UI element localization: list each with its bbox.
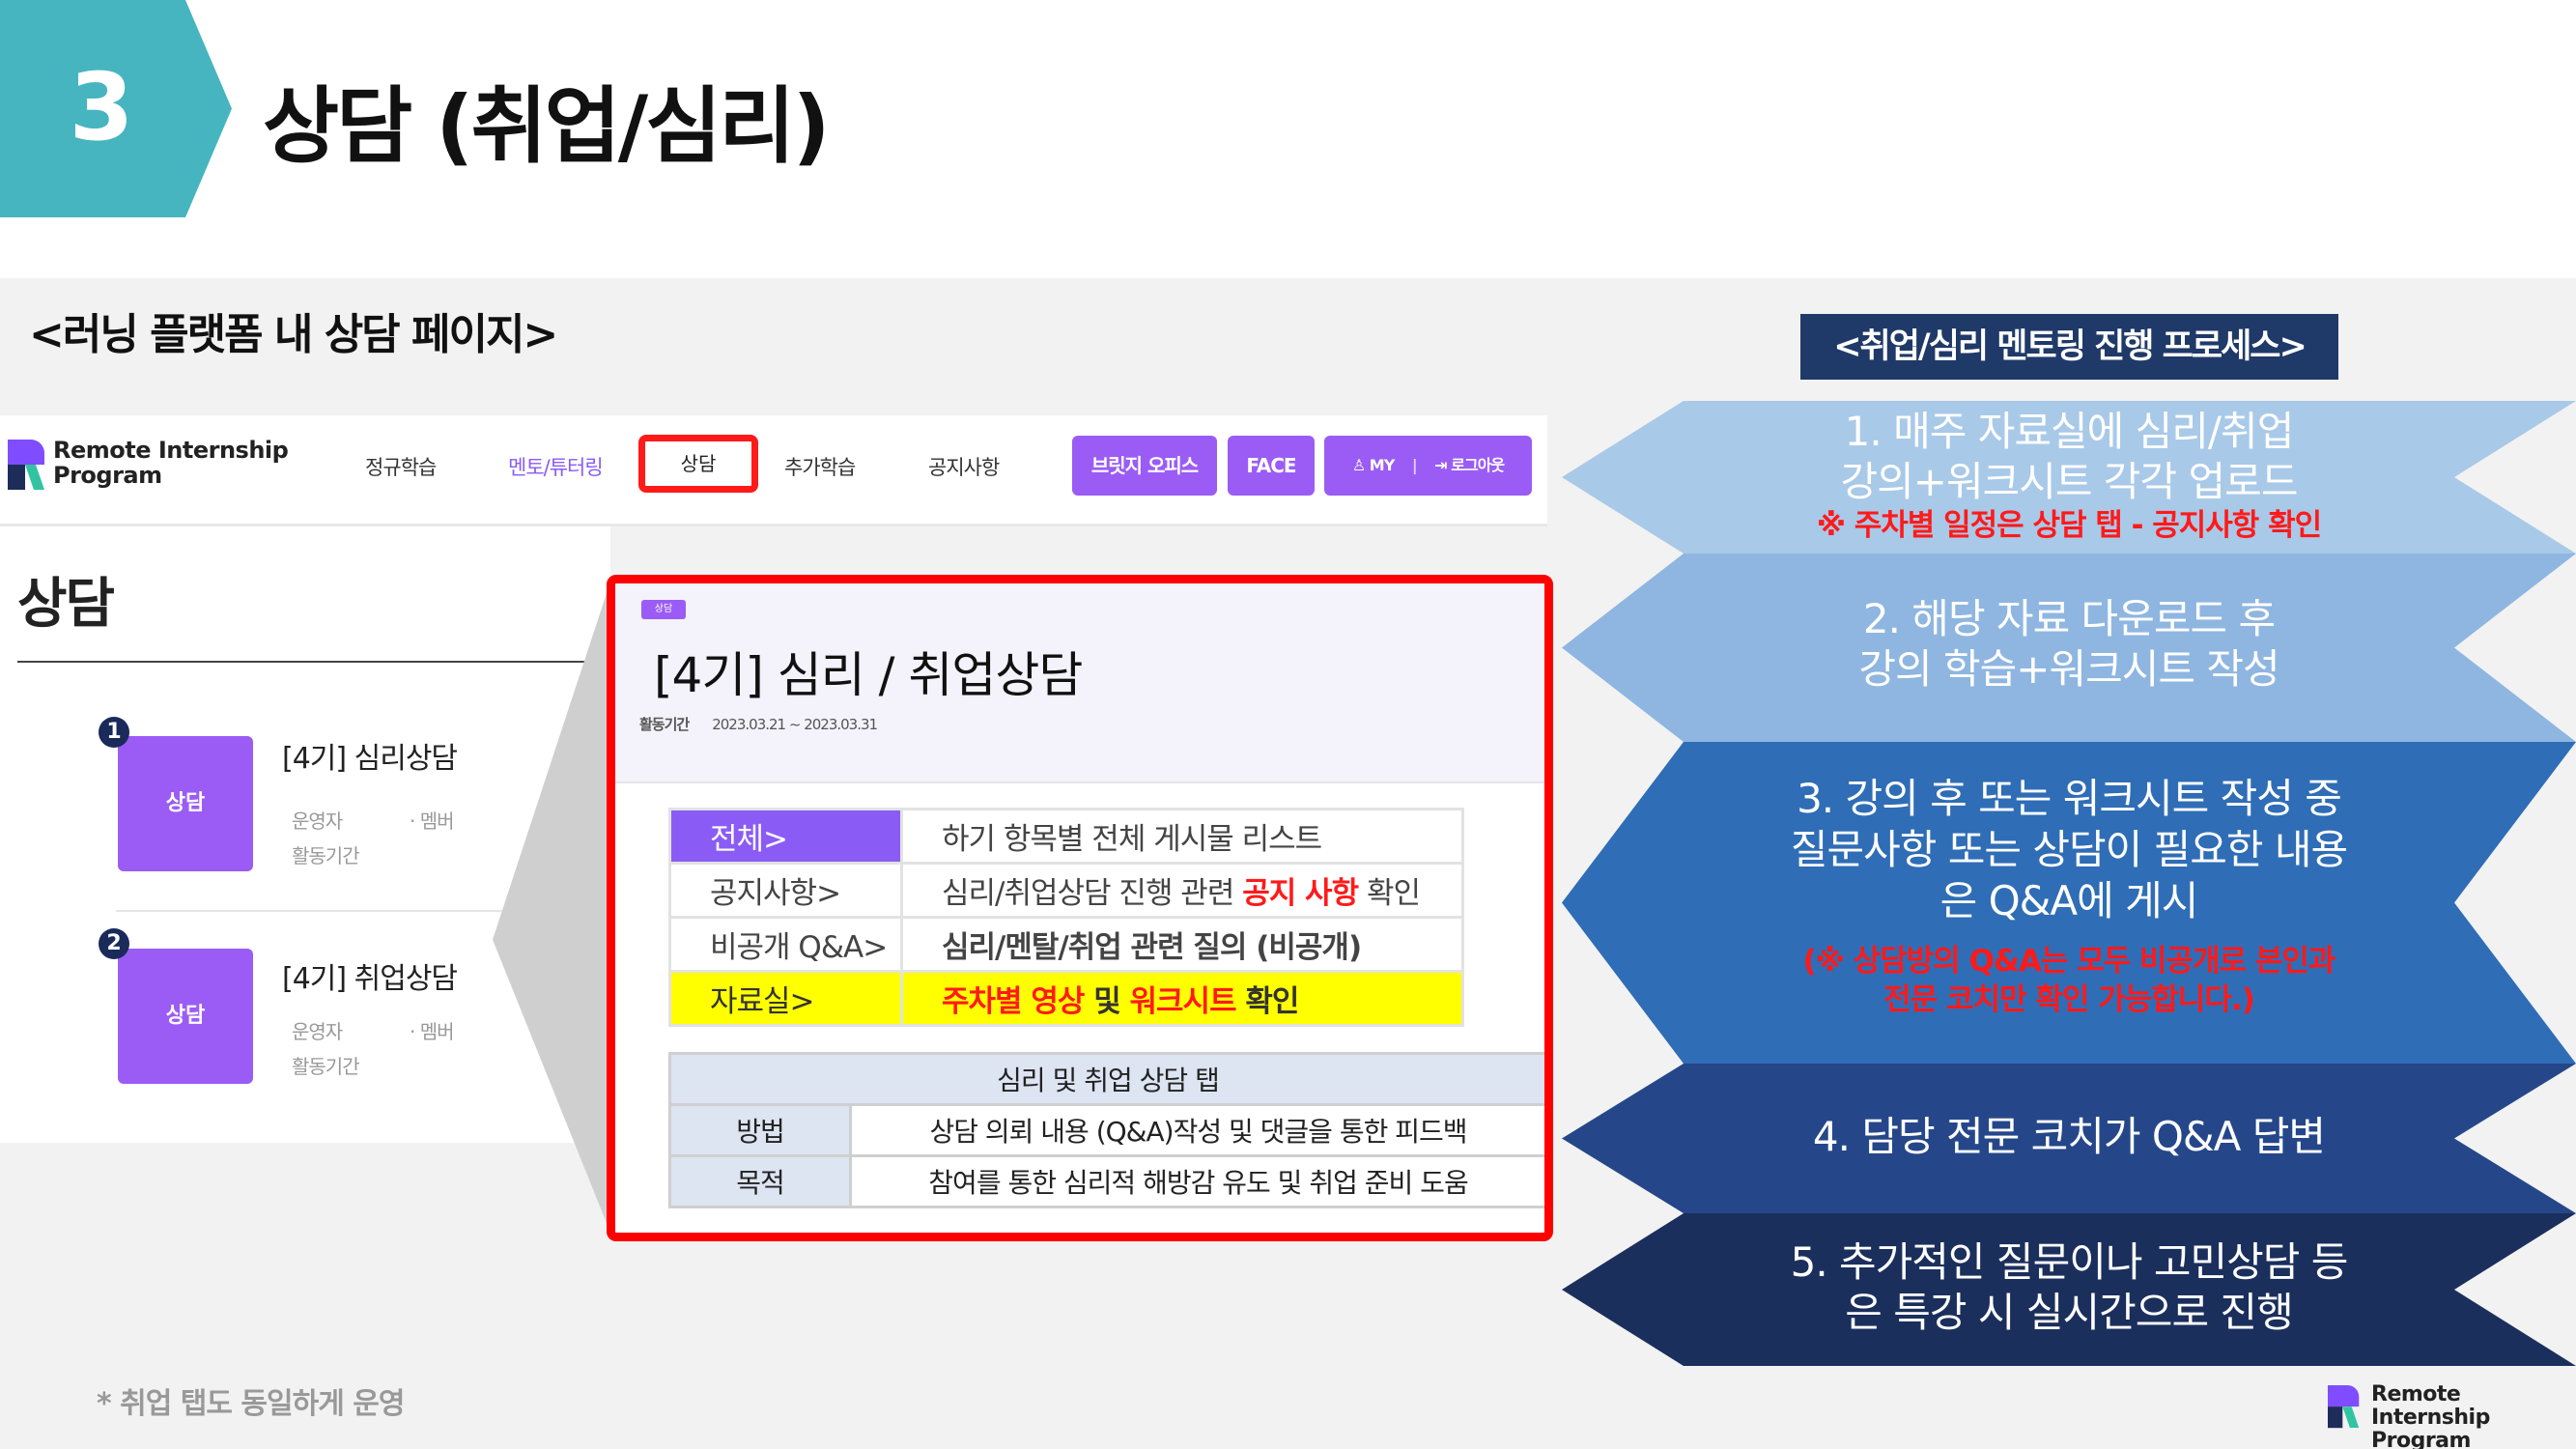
table-row[interactable]: 전체> 하기 항목별 전체 게시물 리스트 bbox=[668, 808, 1464, 865]
category-desc: 하기 항목별 전체 게시물 리스트 bbox=[900, 808, 1464, 865]
nav-consulting-highlighted[interactable]: 상담 bbox=[638, 435, 758, 493]
footer-logo-text: Remote Internship Program bbox=[2371, 1382, 2576, 1449]
card-title-career[interactable]: [4기] 취업상담 bbox=[282, 962, 458, 996]
step-text: 질문사항 또는 상담이 필요한 내용 bbox=[1790, 826, 2348, 873]
step-text: 2. 해당 자료 다운로드 후 bbox=[1862, 595, 2276, 642]
table-row: 방법 상담 의뢰 내용 (Q&A)작성 및 댓글을 통한 피드백 bbox=[668, 1103, 1544, 1157]
card-number-2: 2 bbox=[99, 928, 129, 959]
step-text: 강의+워크시트 각각 업로드 bbox=[1840, 458, 2299, 505]
logout-button[interactable]: 로그아웃 bbox=[1451, 456, 1505, 474]
step-note: (※ 상담방의 Q&A는 모두 비공개로 본인과 bbox=[1802, 944, 2336, 979]
bridge-office-button[interactable]: 브릿지 오피스 bbox=[1072, 436, 1217, 496]
logo-line1: Remote Internship bbox=[53, 437, 289, 464]
category-all[interactable]: 전체> bbox=[668, 808, 903, 865]
step-text: 1. 매주 자료실에 심리/취업 bbox=[1844, 408, 2295, 455]
card-meta-operator: 운영자 bbox=[292, 1020, 343, 1043]
category-desc: 심리/멘탈/취업 관련 질의 (비공개) bbox=[900, 916, 1464, 973]
card-meta-period: 활동기간 bbox=[292, 1055, 360, 1078]
section-number: 3 bbox=[69, 53, 134, 161]
step-note: ※ 주차별 일정은 상담 탭 - 공지사항 확인 bbox=[1816, 508, 2322, 543]
table-row[interactable]: 공지사항> 심리/취업상담 진행 관련 공지 사항 확인 bbox=[668, 862, 1464, 919]
table-row: 목적 참여를 통한 심리적 해방감 유도 및 취업 준비 도움 bbox=[668, 1154, 1544, 1208]
nav-mentoring[interactable]: 멘토/튜터링 bbox=[508, 456, 604, 479]
face-button[interactable]: FACE bbox=[1228, 436, 1315, 496]
nav-extra-learning[interactable]: 추가학습 bbox=[784, 456, 856, 479]
left-section-title: <러닝 플랫폼 내 상담 페이지> bbox=[29, 310, 558, 359]
period-label: 활동기간 bbox=[639, 716, 690, 733]
detail-title: [4기] 심리 / 취업상담 bbox=[654, 647, 1083, 703]
heading-divider bbox=[17, 661, 610, 663]
card-meta-member: · 멤버 bbox=[410, 1020, 455, 1043]
process-step-2: 2. 해당 자료 다운로드 후 강의 학습+워크시트 작성 bbox=[1562, 554, 2576, 742]
table-header-row: 심리 및 취업 상담 탭 bbox=[668, 1052, 1544, 1106]
row-key: 목적 bbox=[668, 1154, 852, 1208]
category-resources[interactable]: 자료실> bbox=[668, 970, 903, 1027]
tab-table-header: 심리 및 취업 상담 탭 bbox=[668, 1052, 1544, 1106]
step-text: 4. 담당 전문 코치가 Q&A 답변 bbox=[1812, 1113, 2326, 1160]
card-meta-operator: 운영자 bbox=[292, 810, 343, 833]
card-thumb-psych[interactable]: 상담 bbox=[118, 736, 253, 871]
row-key: 방법 bbox=[668, 1103, 852, 1157]
detail-tag: 상담 bbox=[641, 600, 686, 619]
footer-logo-line1: Remote Internship bbox=[2371, 1382, 2490, 1431]
category-desc: 심리/취업상담 진행 관련 공지 사항 확인 bbox=[900, 862, 1464, 919]
consult-page-heading: 상담 bbox=[17, 573, 115, 636]
card-meta-member: · 멤버 bbox=[410, 810, 455, 833]
card-separator bbox=[116, 910, 610, 912]
my-logout-button-group[interactable]: ♙ MY | ⇥ 로그아웃 bbox=[1324, 436, 1532, 496]
my-button[interactable]: MY bbox=[1369, 456, 1395, 474]
logout-icon: ⇥ bbox=[1434, 456, 1447, 474]
process-title: <취업/심리 멘토링 진행 프로세스> bbox=[1800, 314, 2338, 380]
slide-title: 상담 (취업/심리) bbox=[263, 78, 831, 175]
table-row[interactable]: 자료실> 주차별 영상 및 워크시트 확인 bbox=[668, 970, 1464, 1027]
category-private-qa[interactable]: 비공개 Q&A> bbox=[668, 916, 903, 973]
card-meta-period: 활동기간 bbox=[292, 844, 360, 867]
nav-regular-learning[interactable]: 정규학습 bbox=[365, 456, 437, 479]
detail-header: 상담 [4기] 심리 / 취업상담 활동기간 2023.03.21 ~ 2023.… bbox=[615, 583, 1544, 783]
platform-logo-icon[interactable] bbox=[8, 440, 44, 490]
category-notice[interactable]: 공지사항> bbox=[668, 862, 903, 919]
footnote: * 취업 탭도 동일하게 운영 bbox=[97, 1387, 405, 1421]
row-value: 참여를 통한 심리적 해방감 유도 및 취업 준비 도움 bbox=[849, 1154, 1544, 1208]
process-step-1: 1. 매주 자료실에 심리/취업 강의+워크시트 각각 업로드 ※ 주차별 일정… bbox=[1562, 401, 2576, 554]
process-step-5: 5. 추가적인 질문이나 고민상담 등 은 특강 시 실시간으로 진행 bbox=[1562, 1213, 2576, 1366]
step-text: 5. 추가적인 질문이나 고민상담 등 bbox=[1790, 1238, 2349, 1286]
period-value: 2023.03.21 ~ 2023.03.31 bbox=[712, 716, 878, 733]
step-text: 은 특강 시 실시간으로 진행 bbox=[1845, 1289, 2293, 1336]
card-title-psych[interactable]: [4기] 심리상담 bbox=[282, 742, 458, 776]
step-note: 전문 코치만 확인 가능합니다.) bbox=[1883, 982, 2255, 1017]
detail-period: 활동기간 2023.03.21 ~ 2023.03.31 bbox=[639, 714, 878, 734]
divider: | bbox=[1411, 456, 1418, 474]
card-thumb-career[interactable]: 상담 bbox=[118, 949, 253, 1084]
category-desc: 주차별 영상 및 워크시트 확인 bbox=[900, 970, 1464, 1027]
logo-line2: Program bbox=[53, 462, 162, 490]
user-icon: ♙ bbox=[1351, 456, 1366, 474]
slide-header: 3 상담 (취업/심리) bbox=[0, 0, 2576, 278]
consult-detail-zoom: 상담 [4기] 심리 / 취업상담 활동기간 2023.03.21 ~ 2023.… bbox=[607, 575, 1553, 1241]
category-table: 전체> 하기 항목별 전체 게시물 리스트 공지사항> 심리/취업상담 진행 관… bbox=[668, 808, 1464, 1027]
footer-logo-line2: Program bbox=[2371, 1429, 2471, 1449]
process-step-3: 3. 강의 후 또는 워크시트 작성 중 질문사항 또는 상담이 필요한 내용 … bbox=[1562, 742, 2576, 1064]
table-row[interactable]: 비공개 Q&A> 심리/멘탈/취업 관련 질의 (비공개) bbox=[668, 916, 1464, 973]
nav-notices[interactable]: 공지사항 bbox=[928, 456, 1000, 479]
section-number-badge: 3 bbox=[0, 0, 232, 217]
row-value: 상담 의뢰 내용 (Q&A)작성 및 댓글을 통한 피드백 bbox=[849, 1103, 1544, 1157]
platform-logo-text[interactable]: Remote Internship Program bbox=[53, 437, 289, 490]
footer-logo-icon bbox=[2328, 1385, 2360, 1429]
step-text: 강의 학습+워크시트 작성 bbox=[1858, 645, 2279, 693]
process-step-4: 4. 담당 전문 코치가 Q&A 답변 bbox=[1562, 1064, 2576, 1213]
consult-list-panel bbox=[0, 526, 610, 1143]
step-text: 3. 강의 후 또는 워크시트 작성 중 bbox=[1797, 775, 2342, 822]
consult-tab-table: 심리 및 취업 상담 탭 방법 상담 의뢰 내용 (Q&A)작성 및 댓글을 통… bbox=[668, 1052, 1544, 1208]
card-number-1: 1 bbox=[99, 717, 129, 748]
step-text: 은 Q&A에 게시 bbox=[1939, 877, 2199, 924]
